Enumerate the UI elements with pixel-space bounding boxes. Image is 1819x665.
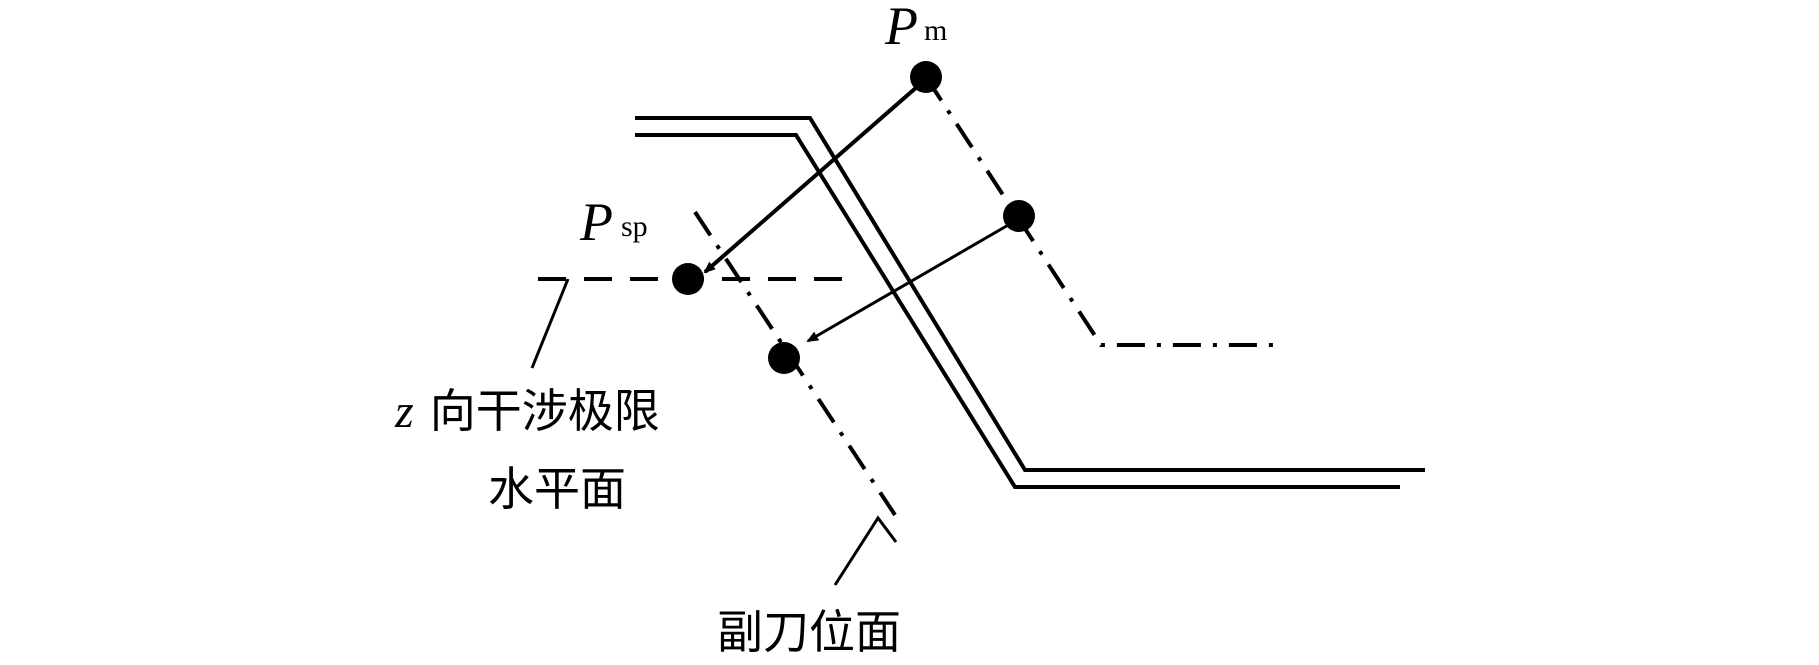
arrow-pm-to-psp bbox=[703, 84, 920, 274]
z-plane-leader-line bbox=[530, 278, 570, 369]
surface-inner-line bbox=[635, 133, 1400, 489]
arrow-mid-to-secondary bbox=[806, 222, 1011, 343]
point-pm bbox=[910, 61, 942, 93]
point-mid bbox=[1003, 200, 1035, 232]
pm-dashdot-path bbox=[924, 75, 1280, 347]
surface-outer-line bbox=[635, 116, 1425, 472]
label-secondary-plane: 副刀位面 bbox=[717, 605, 901, 659]
point-psp bbox=[672, 263, 704, 295]
point-secondary bbox=[768, 342, 800, 374]
label-z-plane-line2: 水平面 bbox=[488, 462, 626, 516]
secondary-plane-leader bbox=[833, 515, 898, 586]
surface-profile bbox=[635, 116, 1425, 489]
